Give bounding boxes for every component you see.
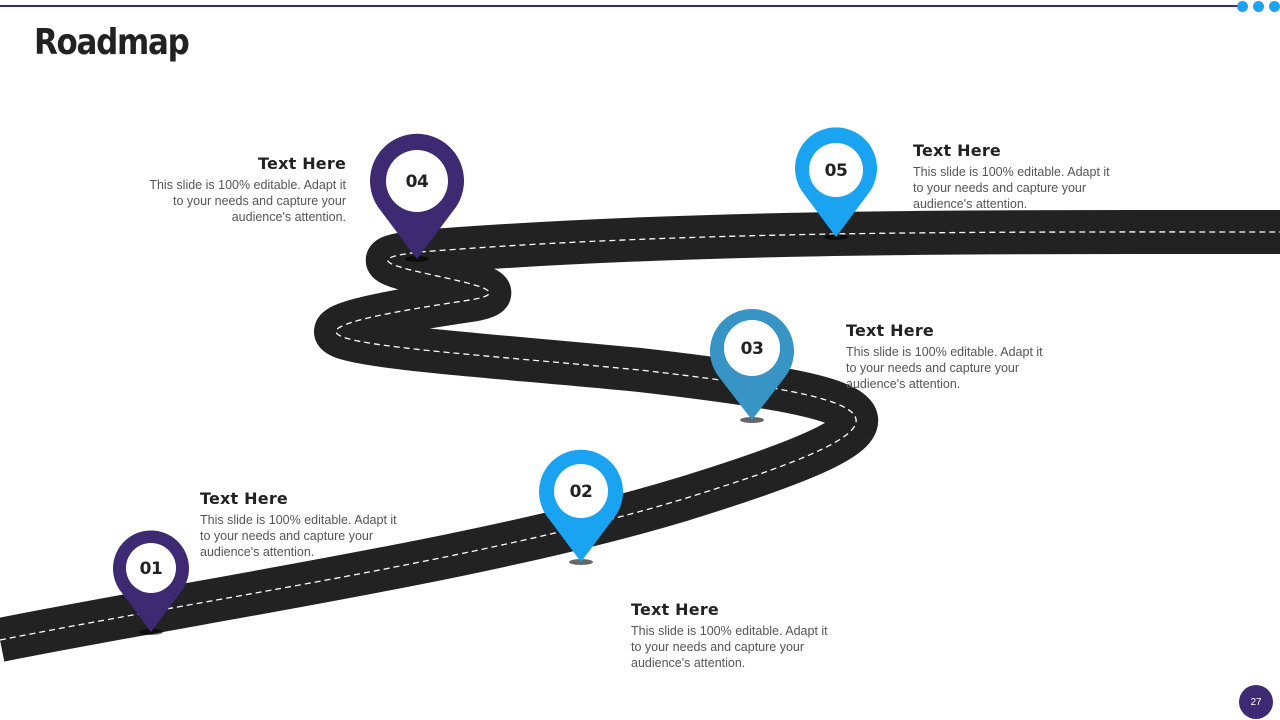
callout-heading: Text Here bbox=[846, 321, 934, 340]
callout-body: This slide is 100% editable. Adapt it to… bbox=[149, 178, 346, 224]
pin-inner-circle bbox=[126, 543, 176, 593]
road-centerline bbox=[0, 231, 1280, 641]
callout-body: This slide is 100% editable. Adapt it to… bbox=[200, 513, 397, 559]
pin-inner-circle bbox=[809, 143, 863, 197]
milestone-pin-05: 05 bbox=[795, 127, 877, 240]
milestone-pin-03: 03 bbox=[710, 309, 794, 423]
callout-01: Text Here This slide is 100% editable. A… bbox=[200, 490, 460, 560]
pin-inner-circle bbox=[554, 464, 608, 518]
callout-05: Text Here This slide is 100% editable. A… bbox=[913, 142, 1173, 212]
milestone-pin-04: 04 bbox=[370, 133, 464, 262]
pin-label-01: 01 bbox=[140, 559, 163, 579]
callout-02: Text Here This slide is 100% editable. A… bbox=[631, 601, 891, 671]
pin-label-03: 03 bbox=[741, 339, 764, 359]
road-path bbox=[0, 209, 1280, 662]
pin-label-04: 04 bbox=[406, 172, 429, 192]
page-number-badge: 27 bbox=[1239, 685, 1273, 719]
top-divider-line bbox=[0, 5, 1238, 7]
callout-body: This slide is 100% editable. Adapt it to… bbox=[913, 165, 1110, 211]
callout-heading: Text Here bbox=[258, 154, 346, 173]
pin-label-05: 05 bbox=[825, 161, 848, 181]
page-title: Roadmap bbox=[34, 22, 190, 63]
corner-dot-2 bbox=[1253, 1, 1264, 12]
corner-dot-3 bbox=[1269, 1, 1280, 12]
callout-body: This slide is 100% editable. Adapt it to… bbox=[631, 624, 828, 670]
pin-inner-circle bbox=[386, 150, 448, 212]
callout-heading: Text Here bbox=[913, 141, 1001, 160]
callout-heading: Text Here bbox=[200, 489, 288, 508]
callout-03: Text Here This slide is 100% editable. A… bbox=[846, 322, 1106, 392]
pin-label-02: 02 bbox=[570, 482, 593, 502]
callout-heading: Text Here bbox=[631, 600, 719, 619]
corner-dot-1 bbox=[1237, 1, 1248, 12]
callout-body: This slide is 100% editable. Adapt it to… bbox=[846, 345, 1043, 391]
milestone-pin-02: 02 bbox=[539, 449, 623, 565]
milestone-pin-01: 01 bbox=[113, 530, 189, 635]
pin-inner-circle bbox=[724, 320, 780, 376]
callout-04: Text Here This slide is 100% editable. A… bbox=[86, 155, 346, 225]
